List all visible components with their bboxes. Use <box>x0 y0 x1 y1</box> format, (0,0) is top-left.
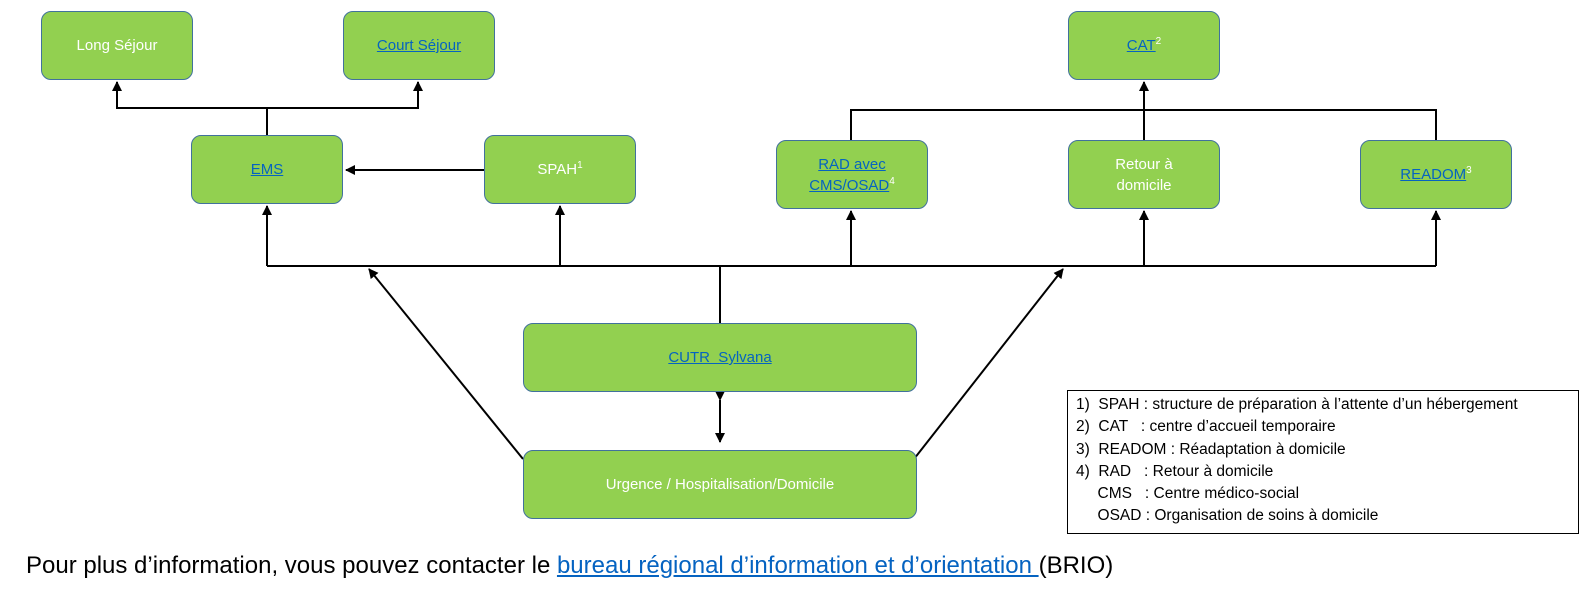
rad-footnote: 4 <box>889 175 895 187</box>
urgence-label: Urgence / Hospitalisation/Domicile <box>605 476 835 493</box>
rad-box: RAD avec CMS/OSAD4 <box>776 140 928 209</box>
cutr-sylvana-link[interactable]: CUTR Sylvana <box>668 349 772 366</box>
court-sejour-link[interactable]: Court Séjour <box>376 37 462 54</box>
retour-label-line1: Retour à <box>1115 155 1173 173</box>
urgence-to-left-diagonal-arrow <box>368 268 524 460</box>
cat-box: CAT2 <box>1068 11 1220 80</box>
urgence-box: Urgence / Hospitalisation/Domicile <box>523 450 917 519</box>
spah-label: SPAH <box>537 161 578 178</box>
legend-item-cms: CMS : Centre médico-social <box>1076 485 1300 503</box>
long-sejour-box: Long Séjour <box>41 11 193 80</box>
ems-box: EMS <box>191 135 343 204</box>
readom-footnote: 3 <box>1466 165 1472 176</box>
court-sejour-box: Court Séjour <box>343 11 495 80</box>
long-sejour-label: Long Séjour <box>76 37 158 54</box>
cat-footnote: 2 <box>1155 36 1162 47</box>
spah-footnote: 1 <box>577 160 583 171</box>
spah-box: SPAH1 <box>484 135 636 204</box>
footer-prefix: Pour plus d’information, vous pouvez con… <box>26 552 557 579</box>
footer-info: Pour plus d’information, vous pouvez con… <box>26 552 1113 580</box>
legend-item-spah: 1) SPAH : structure de préparation à l’a… <box>1076 396 1518 413</box>
legend-item-osad: OSAD : Organisation de soins à domicile <box>1076 507 1379 525</box>
legend-item-rad: 4) RAD : Retour à domicile <box>1076 462 1274 480</box>
ems-link[interactable]: EMS <box>250 161 284 178</box>
urgence-to-right-diagonal-arrow <box>913 268 1064 460</box>
brio-link[interactable]: bureau régional d’information et d’orien… <box>556 552 1039 579</box>
cutr-box: CUTR Sylvana <box>523 323 917 392</box>
rad-link-line2[interactable]: CMS/OSAD <box>809 176 890 194</box>
legend-item-cat: 2) CAT : centre d’accueil temporaire <box>1076 418 1336 436</box>
readom-link[interactable]: READOM <box>1400 166 1467 183</box>
legend-box: 1) SPAH : structure de préparation à l’a… <box>1067 390 1579 534</box>
retour-label-line2: domicile <box>1116 176 1172 194</box>
footer-suffix: (BRIO) <box>1038 552 1114 579</box>
ems-to-long-sejour-arrow <box>112 81 268 135</box>
cat-link[interactable]: CAT <box>1126 37 1156 54</box>
legend-item-readom: 3) READOM : Réadaptation à domicile <box>1076 440 1346 458</box>
rad-link-line1[interactable]: RAD avec <box>818 155 886 173</box>
readom-box: READOM3 <box>1360 140 1512 209</box>
retour-domicile-box: Retour à domicile <box>1068 140 1220 209</box>
ems-to-court-sejour-arrow <box>267 81 423 109</box>
